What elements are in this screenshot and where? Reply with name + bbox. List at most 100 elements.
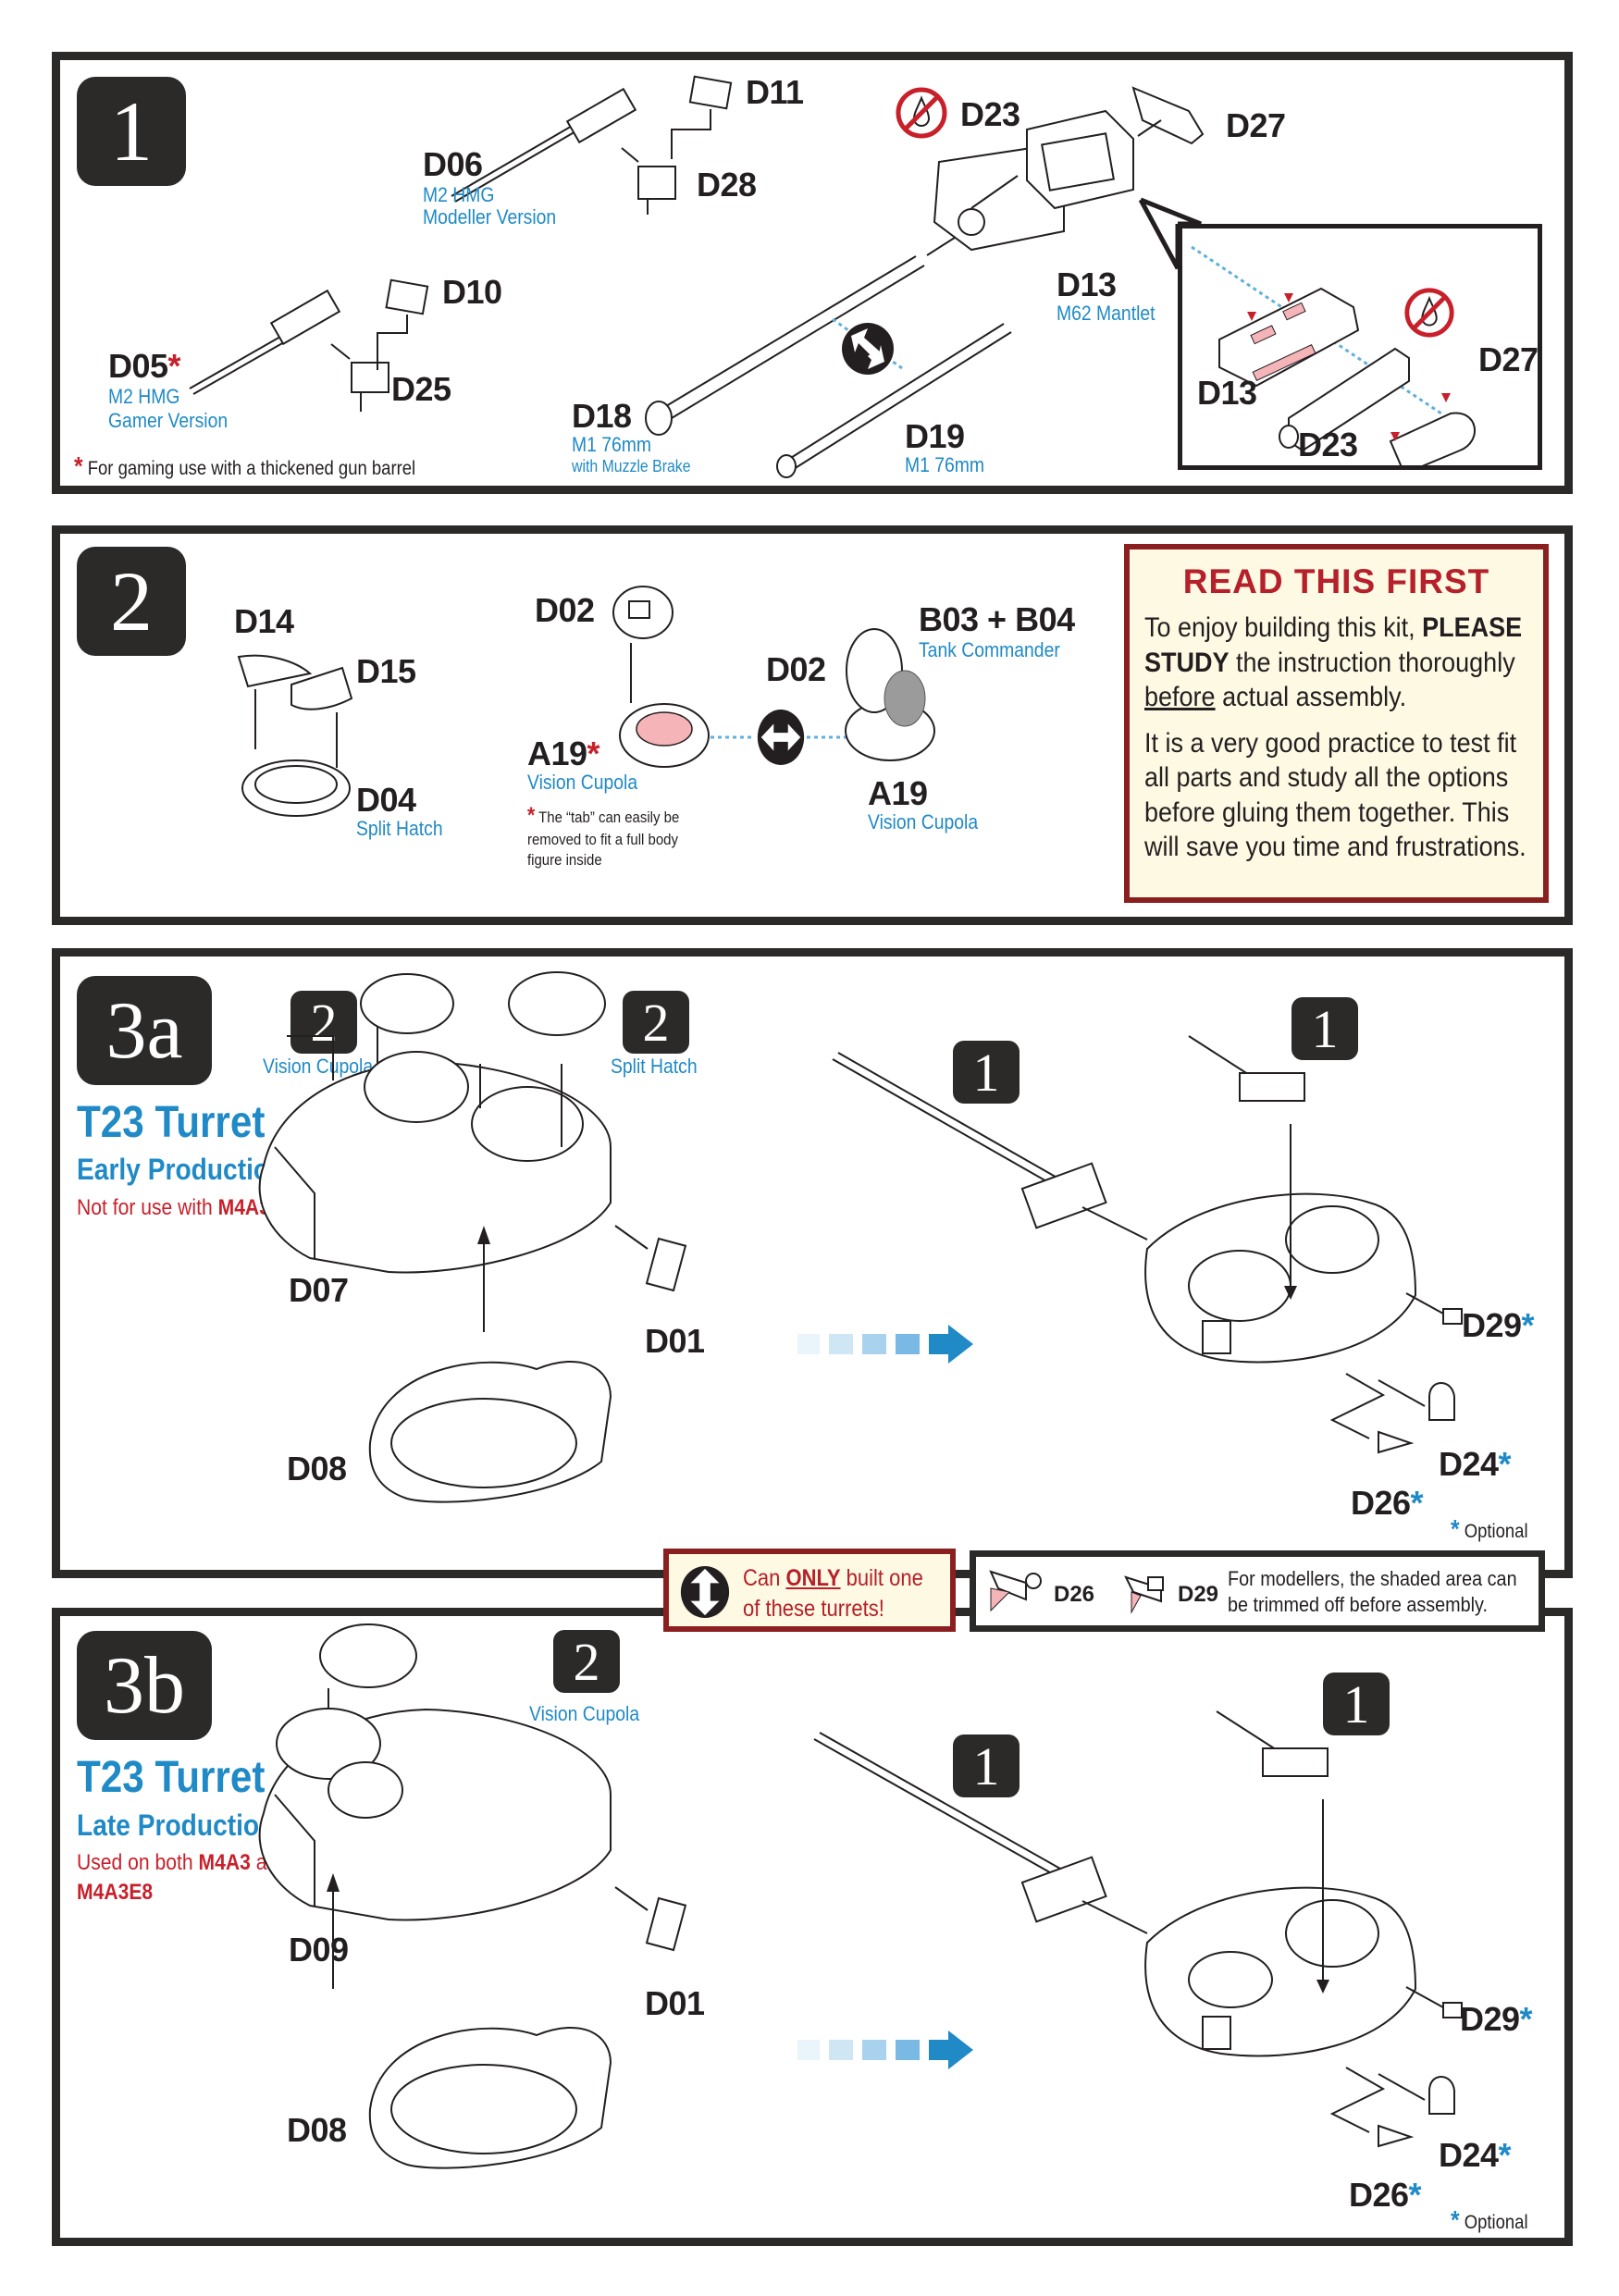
gaming-footnote: * For gaming use with a thickened gun ba… [74, 451, 416, 480]
d14-hatch-half-drawing [237, 654, 313, 749]
part-label-d29-3b: D29* [1460, 2000, 1533, 2038]
part-desc-d19: M1 76mm [905, 453, 985, 476]
part-label-d27: D27 [1226, 106, 1286, 144]
part-label-d13: D13 [1057, 265, 1117, 303]
part-desc-d18-line2: with Muzzle Brake [572, 457, 691, 475]
part-desc-a19-first: Vision Cupola [527, 771, 638, 794]
asterisk-red: * [587, 734, 600, 772]
part-label-d28: D28 [697, 166, 757, 204]
hmg-assembly-drawing-3b [1216, 1710, 1329, 1994]
inset-label-d23: D23 [1298, 426, 1358, 463]
part-desc-d05-line1: M2 HMG [108, 385, 180, 408]
optional-parts-drawing-3b [1329, 1986, 1463, 2148]
step-2-badge: 2 [77, 547, 186, 656]
turret-gun-assembly-drawing [832, 1052, 1148, 1241]
turret-subtitle-3b: Late Production [77, 1808, 276, 1842]
swap-vertical-icon [680, 1565, 730, 1619]
asterisk-blue: * [1521, 1306, 1535, 1344]
d01-part-drawing [614, 1225, 687, 1292]
divider-connector-left-top [52, 1570, 663, 1578]
read-first-paragraph-2: It is a very good practice to test fit a… [1144, 727, 1526, 863]
part-label-d02-first: D02 [535, 591, 595, 629]
d05-hmg-drawing [189, 289, 389, 412]
divider-connector-right-bottom [1545, 1608, 1573, 1616]
part-label-d08-3a: D08 [287, 1450, 347, 1487]
part-label-d01-3a: D01 [645, 1322, 705, 1360]
optional-legend-3b: * Optional [1451, 2205, 1528, 2234]
blue-progress-arrow [797, 1325, 973, 1364]
part-label-d07: D07 [289, 1271, 349, 1309]
d06-hmg-drawing [451, 87, 676, 215]
part-label-d23: D23 [960, 95, 1020, 133]
part-label-d26-3b: D26* [1349, 2176, 1422, 2214]
d29-shaded-part-icon [1124, 1575, 1164, 1614]
mantlet-detail-inset: D13 D23 D27 [1178, 224, 1542, 470]
asterisk-blue: * [1410, 1484, 1424, 1522]
ref-step-1-badge-gun-3a: 1 [953, 1041, 1020, 1104]
d11-ammo-box-drawing [671, 75, 733, 159]
turret-gun-assembly-drawing-3b [813, 1732, 1148, 1934]
no-glue-icon [896, 87, 947, 139]
a19-cupola-drawing [619, 703, 710, 768]
part-label-d05: D05* [108, 347, 181, 385]
part-desc-d18-line1: M1 76mm [572, 433, 652, 456]
part-label-a19-second: A19 [868, 774, 928, 812]
part-label-d29-3a: D29* [1462, 1306, 1535, 1344]
ref-step-1-badge-gun-3b: 1 [953, 1734, 1020, 1797]
d19-barrel-drawing [776, 323, 1012, 478]
d08-turret-base-drawing-3b [368, 2026, 612, 2169]
notes-label-d26: D26 [1054, 1582, 1095, 1607]
part-label-d06: D06 [423, 145, 483, 183]
asterisk-blue: * [1498, 2136, 1512, 2174]
swap-option-icon [842, 323, 894, 375]
asterisk-blue: * [1519, 2000, 1533, 2038]
d01-part-drawing-3b [614, 1886, 687, 1952]
part-label-d19: D19 [905, 417, 965, 455]
part-label-d15: D15 [356, 652, 416, 690]
part-label-d09: D09 [289, 1931, 349, 1969]
turret-subtitle-3a: Early Production [77, 1153, 286, 1186]
part-desc-a19-second: Vision Cupola [868, 810, 979, 833]
part-label-d18: D18 [572, 397, 632, 435]
part-label-d14: D14 [234, 602, 294, 640]
d23-part-drawing [1026, 109, 1134, 210]
swap-option-icon [757, 710, 805, 765]
d04-split-hatch-ring-drawing [241, 759, 351, 817]
read-first-paragraph-1: To enjoy building this kit, PLEASE STUDY… [1144, 612, 1523, 712]
step-1-badge: 1 [77, 77, 186, 186]
d18-barrel-drawing [645, 235, 958, 436]
divider-connector-left-bottom [52, 1608, 663, 1616]
d26-shaded-part-icon [989, 1570, 1042, 1612]
part-label-d24-3b: D24* [1439, 2136, 1512, 2174]
cupola-ref-drawing [287, 973, 454, 1080]
ref-label-vision-cupola: Vision Cupola [263, 1055, 374, 1078]
inset-label-d13: D13 [1197, 374, 1257, 412]
part-desc-d04: Split Hatch [356, 817, 443, 840]
part-label-d26-3a: D26* [1351, 1484, 1424, 1522]
inset-label-d27: D27 [1478, 340, 1539, 378]
turret-title-3b: T23 Turret [77, 1753, 266, 1802]
asterisk-blue: * [1408, 2176, 1422, 2214]
asterisk-red: * [167, 347, 181, 385]
trim-shaded-area-note-overlay: D26 D29 For modellers, the shaded area c… [970, 1550, 1545, 1632]
part-label-d02-second: D02 [766, 650, 826, 688]
d02-hatch-drawing [612, 586, 674, 703]
d15-hatch-half-drawing [290, 666, 353, 768]
no-glue-icon [1404, 288, 1454, 338]
divider-connector-mid-top [956, 1570, 970, 1578]
part-label-d01-3b: D01 [645, 1984, 705, 2022]
inset-drawing [1191, 245, 1476, 465]
optional-parts-drawing [1329, 1292, 1463, 1454]
asterisk-red: * [74, 451, 83, 480]
d09-turret-drawing [258, 1708, 612, 1921]
asterisk-red: * [527, 803, 536, 828]
tab-removal-note: * The “tab” can easily be removed to fit… [527, 803, 680, 870]
ref-step-2-badge-hatch: 2 [623, 991, 689, 1054]
hatch-ref-drawing [377, 971, 606, 1064]
ref-step-1-badge-mg-3b: 1 [1323, 1673, 1390, 1735]
